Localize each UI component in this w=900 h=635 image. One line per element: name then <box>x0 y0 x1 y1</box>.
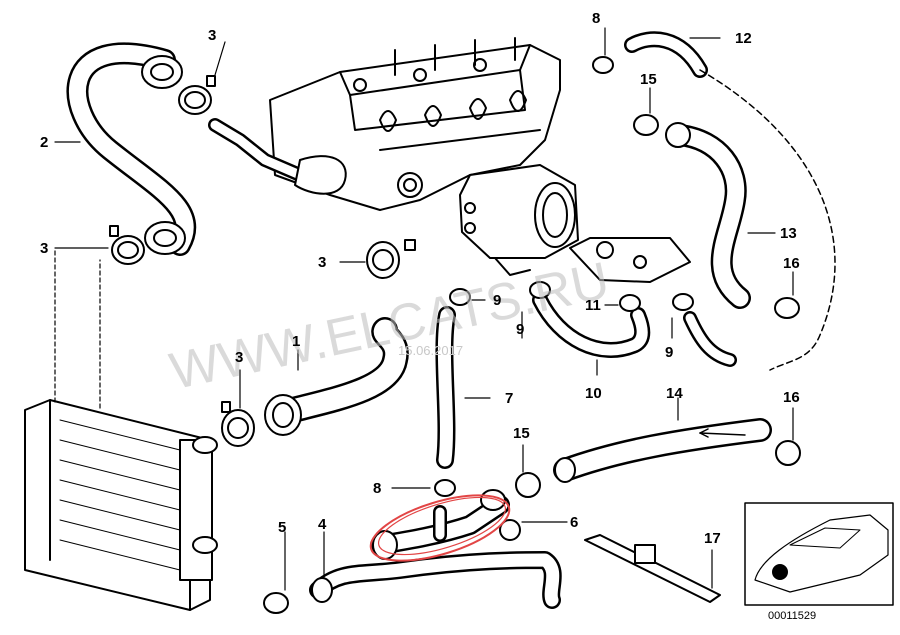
clamp-6 <box>499 519 521 541</box>
watermark-date: 15.06.2017 <box>398 343 463 358</box>
label-17: 17 <box>704 530 721 547</box>
clamp-5 <box>263 592 289 614</box>
clamp-8-low <box>434 479 456 497</box>
label-9c: 9 <box>665 344 673 361</box>
clamp-15-top <box>633 114 659 136</box>
label-11: 11 <box>585 297 601 314</box>
clamp-15-low <box>515 472 541 498</box>
label-3b: 3 <box>40 240 48 257</box>
label-3a: 3 <box>208 27 216 44</box>
label-13: 13 <box>780 225 797 242</box>
label-10: 10 <box>585 385 602 402</box>
label-5: 5 <box>278 519 286 536</box>
label-12: 12 <box>735 30 752 47</box>
label-4: 4 <box>318 516 327 533</box>
label-15b: 15 <box>513 425 530 442</box>
label-3d: 3 <box>235 349 243 366</box>
label-1: 1 <box>292 333 300 350</box>
document-id: 00011529 <box>768 610 816 622</box>
clamp-11 <box>619 294 641 312</box>
clamp-9-a <box>449 288 471 306</box>
clamp-16-low <box>775 440 801 466</box>
clamp-3-top <box>178 75 216 115</box>
label-16a: 16 <box>783 255 800 272</box>
label-6: 6 <box>570 514 578 531</box>
label-2: 2 <box>40 134 48 151</box>
label-8a: 8 <box>592 10 600 27</box>
label-15a: 15 <box>640 71 657 88</box>
thermostat-housing <box>459 164 579 276</box>
label-14: 14 <box>666 385 683 402</box>
clamp-3-left <box>109 225 145 265</box>
clamp-3-mid <box>366 239 416 279</box>
label-7: 7 <box>505 390 513 407</box>
highlight-circle <box>369 494 511 562</box>
label-9b: 9 <box>516 321 524 338</box>
clamp-3-low <box>221 401 255 447</box>
cable-tie <box>584 534 721 603</box>
radiator <box>24 399 218 611</box>
label-9a: 9 <box>493 292 501 309</box>
clamp-9-b <box>529 281 551 299</box>
clamp-8-top <box>592 56 614 74</box>
vehicle-inset <box>744 502 894 606</box>
label-16b: 16 <box>783 389 800 406</box>
clamp-16-top <box>774 297 800 319</box>
gasket-plate <box>569 237 691 283</box>
label-8b: 8 <box>373 480 381 497</box>
clamp-9-c <box>672 293 694 311</box>
label-3c: 3 <box>318 254 326 271</box>
